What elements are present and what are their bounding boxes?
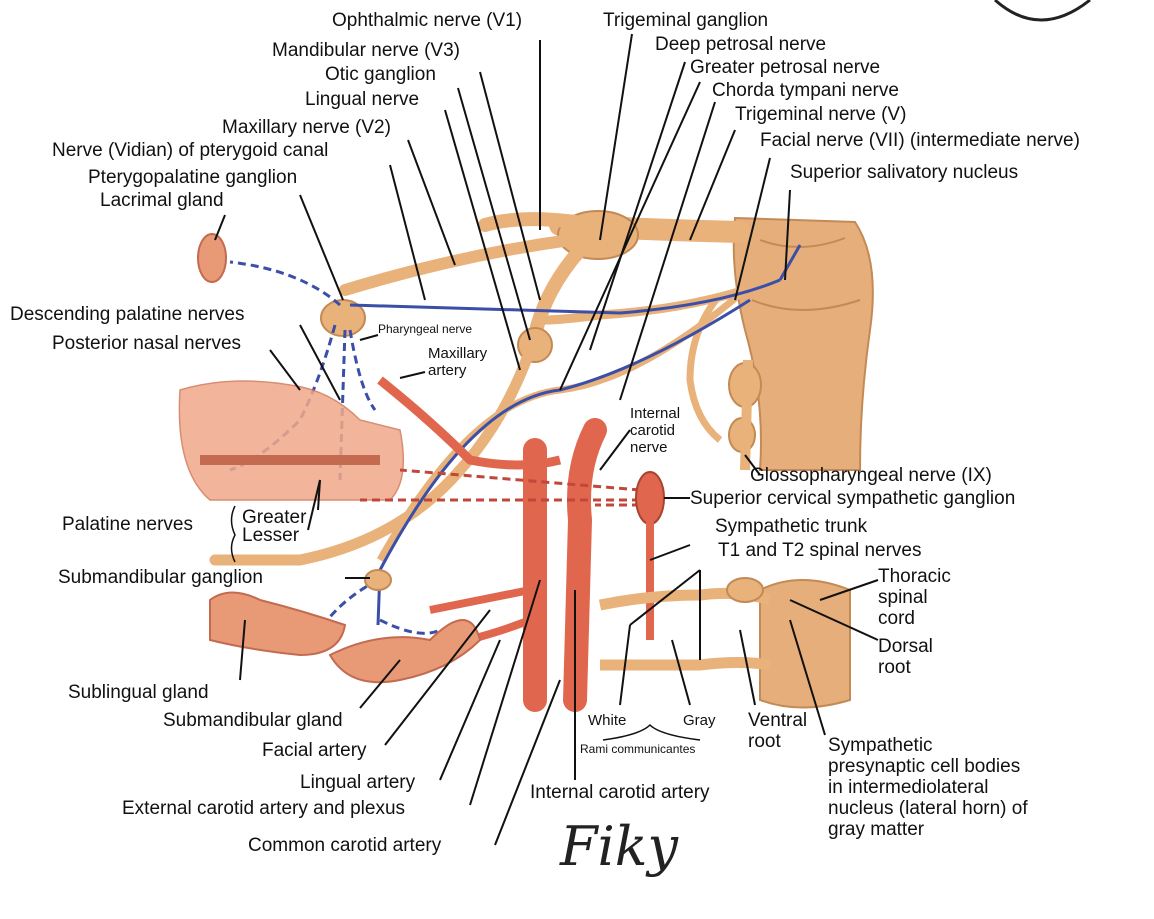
label-sublingual-gland: Sublingual gland xyxy=(68,682,209,703)
label-gray: Gray xyxy=(683,712,716,729)
label-mandibular-nerve: Mandibular nerve (V3) xyxy=(272,40,460,61)
label-common-carotid: Common carotid artery xyxy=(248,835,441,856)
label-sympathetic-trunk: Sympathetic trunk xyxy=(715,516,867,537)
label-lesser: Lesser xyxy=(242,525,299,546)
label-thoracic-spinal-cord: Thoracic spinal cord xyxy=(878,566,958,629)
label-t1-t2-spinal-nerves: T1 and T2 spinal nerves xyxy=(718,540,922,561)
label-facial-artery: Facial artery xyxy=(262,740,367,761)
label-external-carotid: External carotid artery and plexus xyxy=(122,798,405,819)
ophthalmic-branch xyxy=(485,219,575,225)
label-superior-salivatory-nucleus: Superior salivatory nucleus xyxy=(790,162,1018,183)
label-lingual-artery: Lingual artery xyxy=(300,772,415,793)
label-ventral-root: Ventral root xyxy=(748,710,823,752)
label-ophthalmic-nerve: Ophthalmic nerve (V1) xyxy=(332,10,522,31)
label-lacrimal-gland: Lacrimal gland xyxy=(100,190,224,211)
label-sympathetic-presynaptic: Sympathetic presynaptic cell bodies in i… xyxy=(828,735,1028,840)
label-maxillary-artery: Maxillary artery xyxy=(428,345,508,379)
label-rami-communicantes: Rami communicantes xyxy=(580,742,695,756)
thoracic-spinal-cord-shape xyxy=(760,580,850,708)
label-palatine-nerves: Palatine nerves xyxy=(62,514,193,535)
label-lingual-nerve: Lingual nerve xyxy=(305,89,419,110)
label-vidian-nerve: Nerve (Vidian) of pterygoid canal xyxy=(52,140,328,161)
label-pharyngeal-nerve: Pharyngeal nerve xyxy=(378,322,472,336)
label-superior-cervical-ganglion: Superior cervical sympathetic ganglion xyxy=(690,488,1015,509)
label-trigeminal-nerve: Trigeminal nerve (V) xyxy=(735,104,906,125)
label-otic-ganglion: Otic ganglion xyxy=(325,64,436,85)
internal-carotid xyxy=(575,430,595,700)
label-submandibular-ganglion: Submandibular ganglion xyxy=(58,567,263,588)
label-internal-carotid-artery: Internal carotid artery xyxy=(530,782,710,803)
label-trigeminal-ganglion: Trigeminal ganglion xyxy=(603,10,768,31)
label-facial-nerve: Facial nerve (VII) (intermediate nerve) xyxy=(760,130,1080,151)
label-chorda-tympani-nerve: Chorda tympani nerve xyxy=(712,80,899,101)
label-descending-palatine-nerves: Descending palatine nerves xyxy=(10,304,245,325)
label-greater-petrosal-nerve: Greater petrosal nerve xyxy=(690,57,880,78)
superior-cervical-ganglion xyxy=(636,472,664,524)
label-maxillary-nerve: Maxillary nerve (V2) xyxy=(222,117,391,138)
label-submandibular-gland: Submandibular gland xyxy=(163,710,343,731)
corner-logo-arc xyxy=(995,0,1090,20)
label-internal-carotid-nerve: Internal carotid nerve xyxy=(630,405,705,456)
dorsal-root-ganglion xyxy=(727,578,763,602)
label-pterygopalatine-ganglion: Pterygopalatine ganglion xyxy=(88,167,297,188)
facial-artery-vessel xyxy=(430,590,530,610)
label-glossopharyngeal-nerve: Glossopharyngeal nerve (IX) xyxy=(750,465,992,486)
label-posterior-nasal-nerves: Posterior nasal nerves xyxy=(52,333,241,354)
lacrimal-gland-shape xyxy=(198,234,226,282)
label-white: White xyxy=(588,712,626,729)
label-deep-petrosal-nerve: Deep petrosal nerve xyxy=(655,34,826,55)
palatine-brace xyxy=(232,506,236,562)
signature: Fiky xyxy=(560,815,678,878)
label-dorsal-root: Dorsal root xyxy=(878,636,948,678)
sublingual-gland-shape xyxy=(210,593,345,656)
submandibular-ganglion-shape xyxy=(365,570,391,590)
